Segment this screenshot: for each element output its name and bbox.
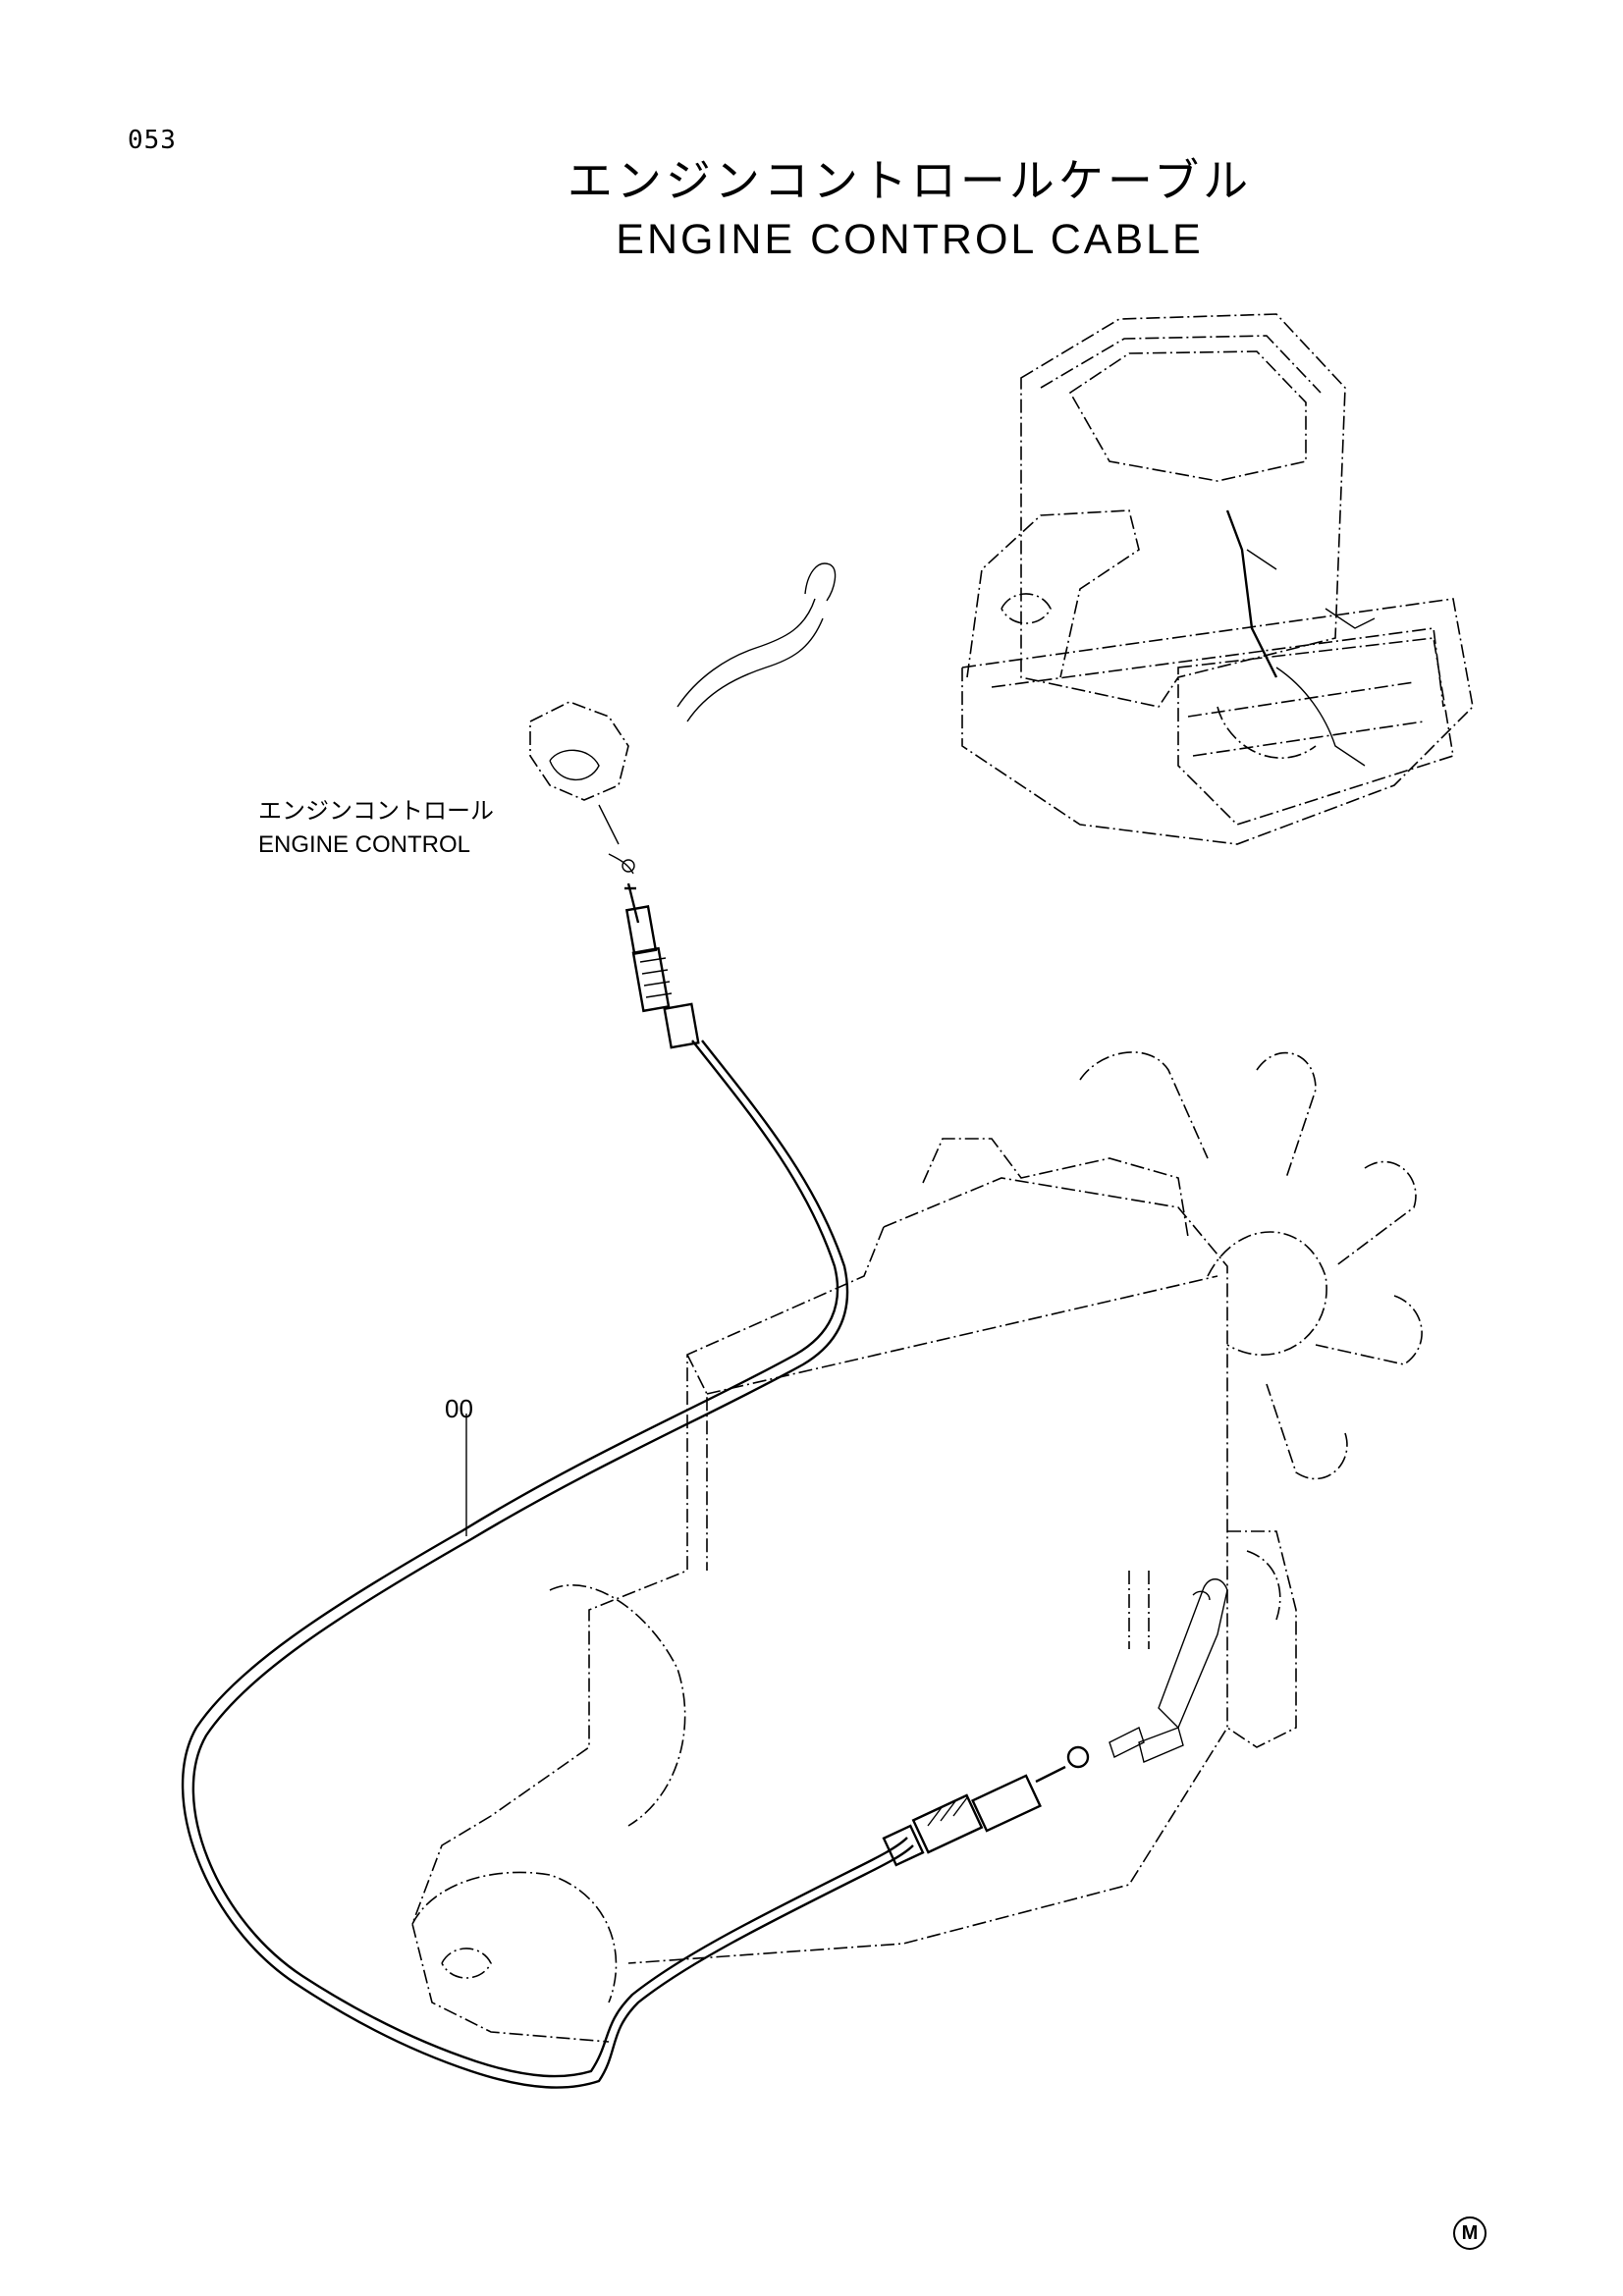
engine-control-label-jp: エンジンコントロール (258, 798, 494, 825)
engine-assembly (411, 1051, 1423, 2043)
circled-m-mark: M (1453, 2216, 1487, 2250)
cable-upper-end-fitting (624, 882, 700, 1049)
page-number: 053 (128, 126, 177, 155)
title-block: エンジンコントロールケーブル ENGINE CONTROL CABLE (0, 145, 1623, 264)
machine-overview-inset (961, 313, 1474, 845)
title-japanese: エンジンコントロールケーブル (567, 154, 1253, 207)
cable-lower-end-fitting (882, 1727, 1145, 1867)
engine-control-label-en: ENGINE CONTROL (258, 831, 471, 858)
engine-control-callout: エンジンコントロール ENGINE CONTROL (258, 795, 494, 862)
engine-control-lever (529, 562, 837, 875)
engine-control-cable (182, 1040, 914, 2089)
title-english: ENGINE CONTROL CABLE (616, 216, 1204, 263)
cable-part-number: 00 (445, 1394, 473, 1423)
